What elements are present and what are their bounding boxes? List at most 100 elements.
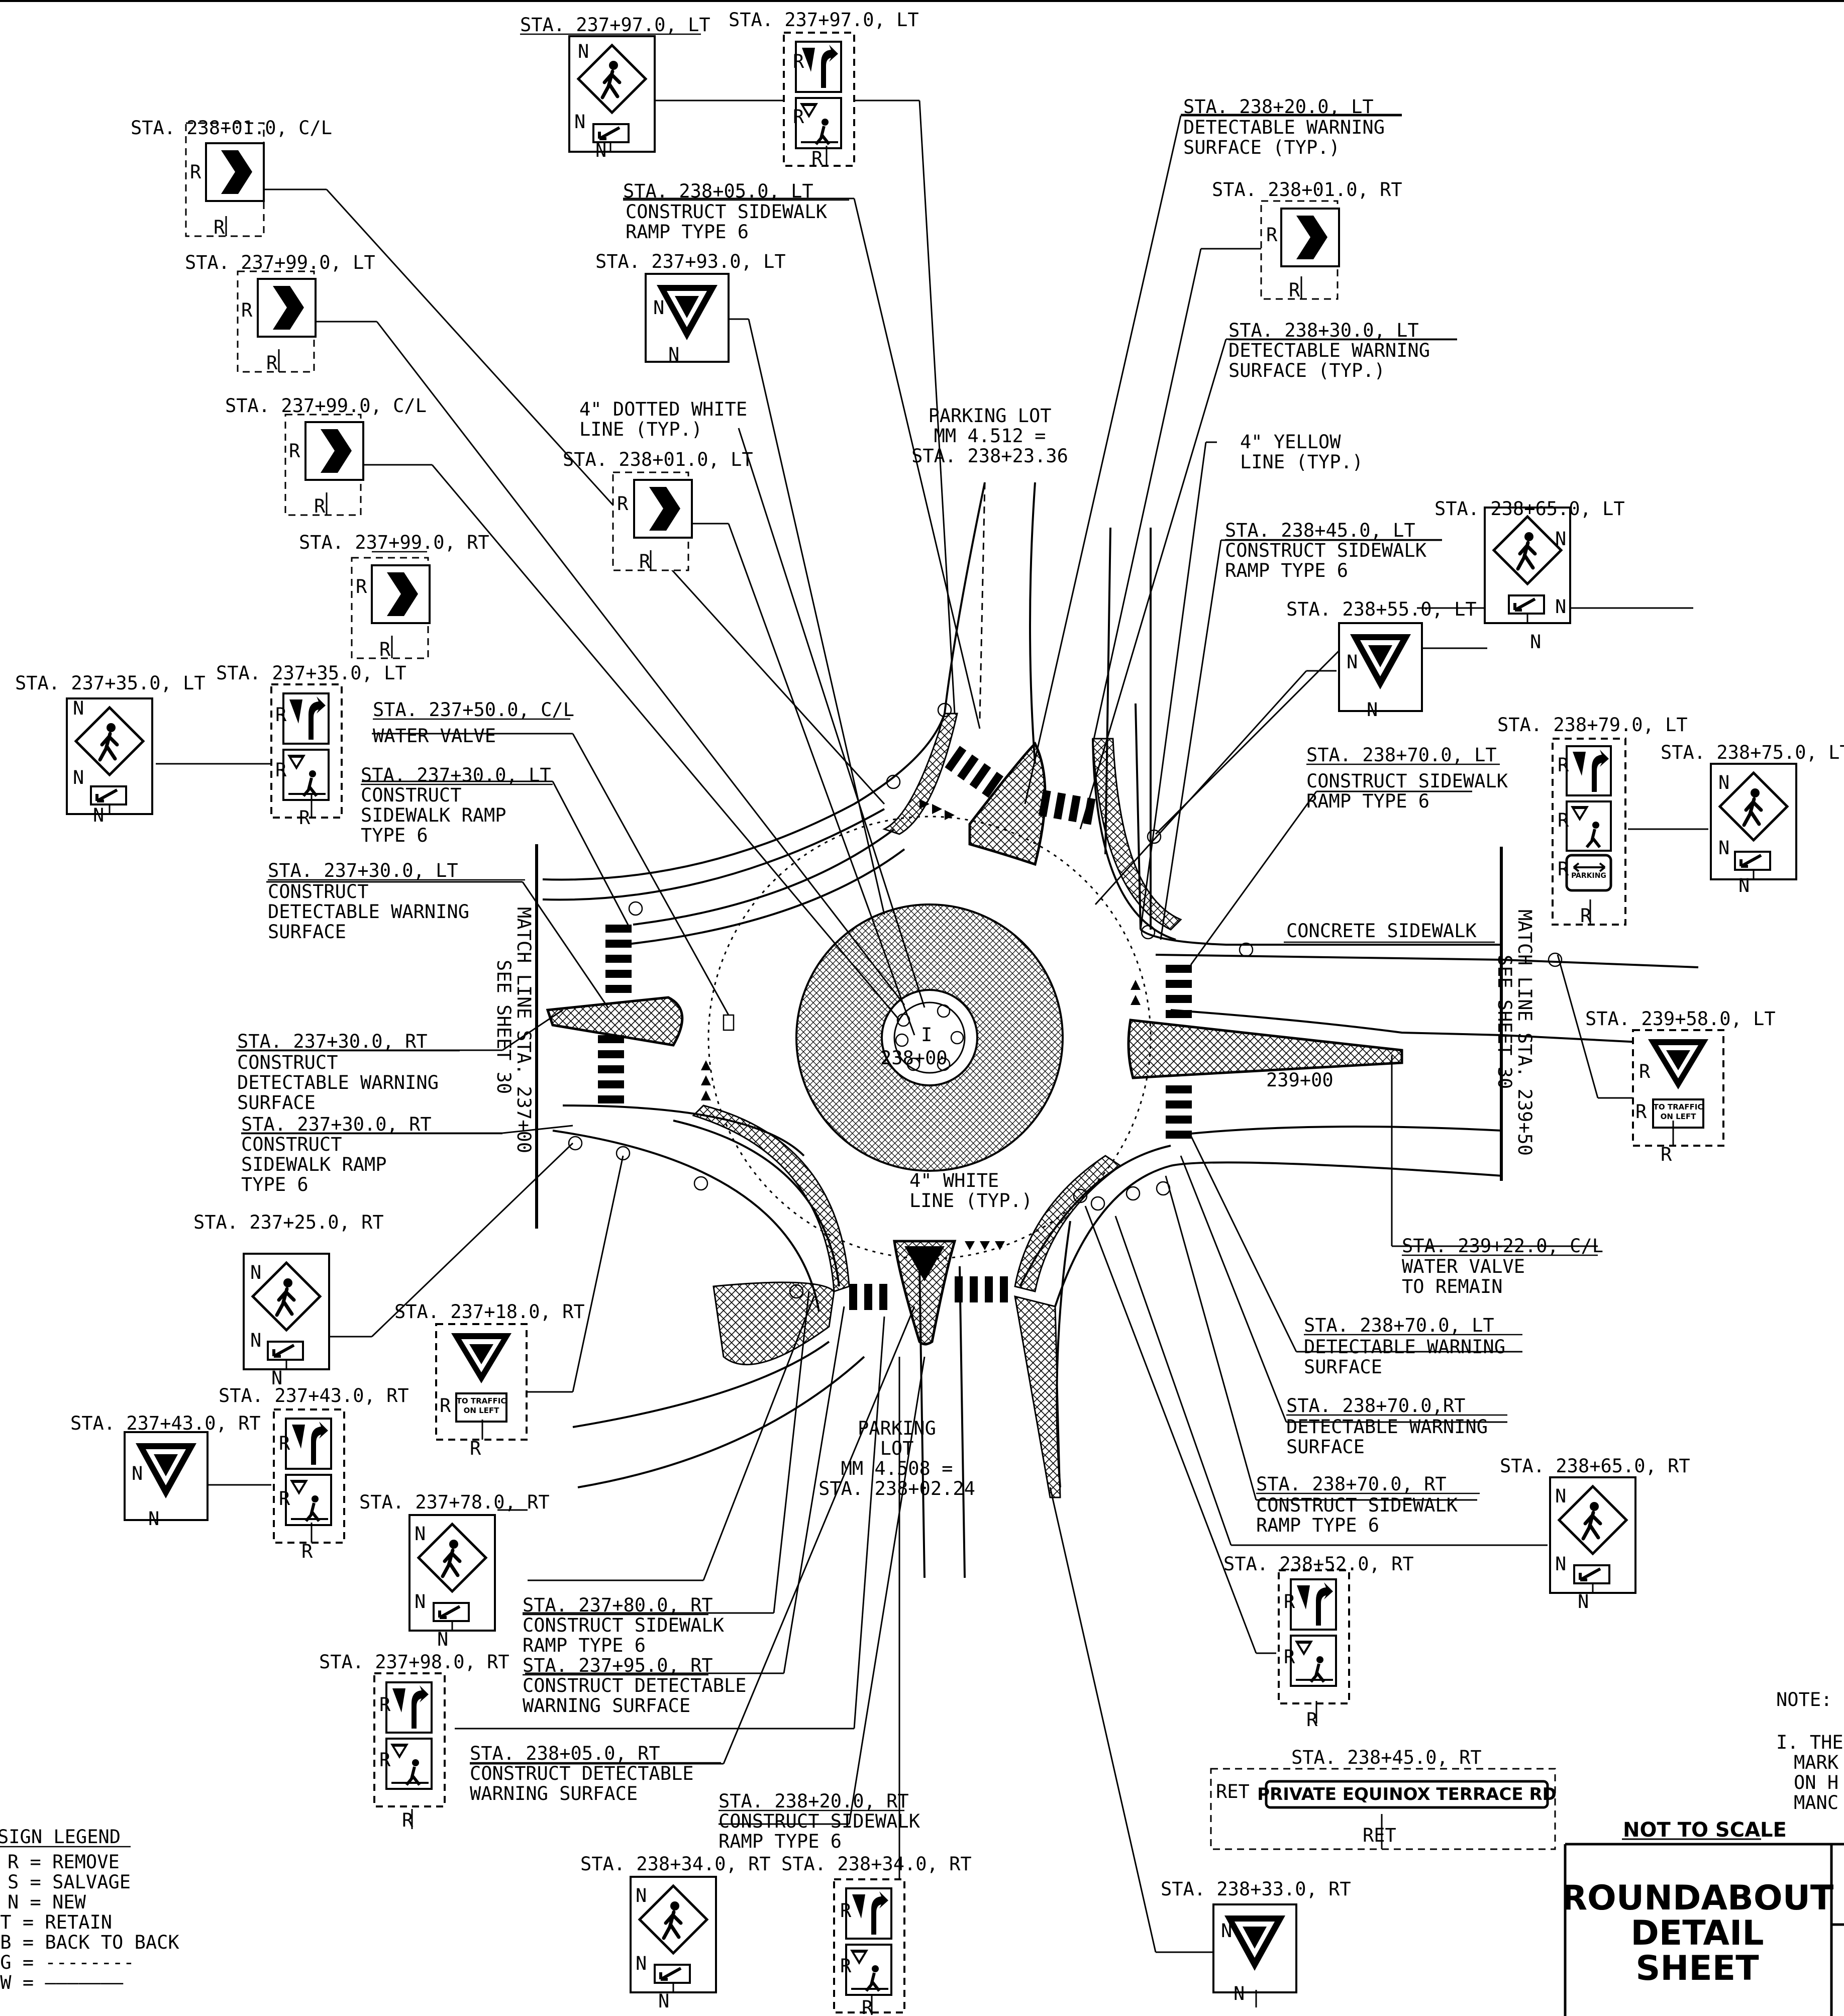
svg-text:CONSTRUCT SIDEWALK: CONSTRUCT SIDEWALK — [1225, 540, 1427, 561]
svg-text:MM 4.512 =: MM 4.512 = — [934, 425, 1046, 447]
svg-text:WARNING SURFACE: WARNING SURFACE — [470, 1783, 638, 1804]
sign-code-letters: N N N R R R R R R R N N R R R R R R R R … — [73, 41, 1750, 2016]
svg-text:S = SALVAGE: S = SALVAGE — [8, 1871, 131, 1893]
svg-text:N: N — [415, 1591, 426, 1612]
svg-text:R: R — [379, 639, 391, 660]
callout-sta: STA. 237+30.0, LT — [361, 764, 551, 786]
lane-use-yield-ped-sign-icon — [374, 1673, 445, 1806]
svg-text:MARK: MARK — [1794, 1752, 1839, 1773]
svg-text:R: R — [440, 1395, 451, 1417]
svg-text:N: N — [1347, 651, 1358, 673]
svg-text:SHEET: SHEET — [1635, 1949, 1759, 1988]
svg-text:SURFACE: SURFACE — [1286, 1436, 1365, 1458]
svg-text:R: R — [1558, 858, 1569, 880]
svg-text:CONSTRUCT: CONSTRUCT — [241, 1134, 342, 1155]
svg-text:239+00: 239+00 — [1266, 1069, 1334, 1091]
svg-text:N: N — [1555, 1553, 1566, 1575]
svg-text:DETECTABLE WARNING: DETECTABLE WARNING — [1304, 1336, 1505, 1358]
callout-sta: STA. 238+01.0, LT — [563, 449, 753, 470]
svg-text:R: R — [314, 495, 326, 517]
callout-sta: STA. 238+33.0, RT — [1161, 1878, 1351, 1900]
scale-note: NOT TO SCALE — [1623, 1819, 1787, 1842]
callout-sta: STA. 238+01.0, C/L — [131, 117, 332, 139]
svg-text:-B = BACK TO BACK: -B = BACK TO BACK — [0, 1932, 179, 1953]
svg-text:N: N — [93, 804, 104, 826]
svg-text:SURFACE: SURFACE — [268, 921, 346, 943]
callout-sta: STA. 237+25.0, RT — [193, 1212, 384, 1233]
svg-text:R: R — [617, 493, 629, 515]
svg-text:CONSTRUCT: CONSTRUCT — [268, 881, 368, 902]
yield-sign-icon — [1212, 1903, 1297, 1993]
svg-text:RAMP TYPE 6: RAMP TYPE 6 — [1306, 790, 1429, 812]
svg-text:SURFACE (TYP.): SURFACE (TYP.) — [1228, 360, 1385, 381]
plaque-texts: TO TRAFFIC ON LEFT TO TRAFFIC ON LEFT PA… — [457, 872, 1703, 1804]
svg-text:238+00: 238+00 — [880, 1047, 948, 1069]
svg-text:N: N — [578, 41, 589, 62]
svg-text:R: R — [1558, 810, 1569, 831]
lane-use-yield-parking-sign-icon — [1552, 738, 1626, 926]
svg-text:WATER VALVE: WATER VALVE — [1402, 1256, 1525, 1277]
title-block: NOT TO SCALE ROUNDABOUT DETAIL SHEET — [1561, 1819, 1844, 2016]
svg-text:NOTE:: NOTE: — [1776, 1689, 1832, 1710]
svg-text:WARNING SURFACE: WARNING SURFACE — [523, 1695, 690, 1717]
svg-text:DETECTABLE WARNING: DETECTABLE WARNING — [1286, 1416, 1488, 1438]
svg-text:R: R — [266, 352, 278, 374]
svg-text:WATER VALVE: WATER VALVE — [373, 725, 496, 747]
svg-text:MANC: MANC — [1794, 1792, 1838, 1813]
sign-assemblies — [67, 33, 1796, 2012]
svg-text:R: R — [214, 217, 225, 238]
truck-apron — [881, 989, 978, 1086]
svg-text:N: N — [1718, 837, 1729, 859]
sign-legend: SIGN LEGEND R = REMOVE S = SALVAGE N = N… — [0, 1826, 179, 1993]
svg-text:N: N — [1555, 1485, 1566, 1507]
svg-text:PARKING LOT: PARKING LOT — [928, 405, 1051, 427]
svg-text:CONSTRUCT DETECTABLE: CONSTRUCT DETECTABLE — [523, 1675, 747, 1696]
svg-text:NG = --------: NG = -------- — [0, 1952, 135, 1973]
sign-post-ticks — [109, 142, 1755, 2015]
svg-text:MM 4.508 =: MM 4.508 = — [841, 1458, 953, 1479]
svg-text:SURFACE: SURFACE — [1304, 1356, 1382, 1378]
svg-text:LINE (TYP.): LINE (TYP.) — [1240, 451, 1363, 473]
svg-text:RAMP TYPE 6: RAMP TYPE 6 — [523, 1635, 646, 1656]
callout-sta: STA. 238+20.0, LT — [1183, 96, 1374, 118]
svg-text:DETECTABLE WARNING: DETECTABLE WARNING — [1228, 340, 1430, 361]
svg-text:SIDEWALK RAMP: SIDEWALK RAMP — [241, 1154, 387, 1175]
callout-sta: STA. 237+95.0, RT — [523, 1655, 713, 1676]
svg-text:R: R — [1558, 754, 1569, 776]
svg-text:ON LEFT: ON LEFT — [1661, 1112, 1697, 1121]
svg-text:R: R — [1266, 224, 1278, 246]
svg-text:R: R — [1580, 905, 1592, 927]
callout-sta: STA. 238+34.0, RT — [580, 1853, 771, 1875]
callout-sta: STA. 237+99.0, LT — [185, 252, 375, 273]
yield-to-traffic-sign-icon — [435, 1323, 528, 1441]
svg-text:R: R — [1284, 1646, 1295, 1668]
svg-text:N: N — [437, 1629, 448, 1650]
callout-sta: STA. 238+34.0, RT — [781, 1853, 972, 1875]
svg-text:LOT: LOT — [880, 1438, 914, 1459]
svg-text:I: I — [921, 1024, 932, 1046]
svg-text:R: R — [1289, 279, 1300, 301]
callout-sta: STA. 238+01.0, RT — [1212, 179, 1402, 200]
svg-text:R: R — [862, 1997, 873, 2016]
svg-text:R: R — [793, 106, 804, 128]
callout-sta: STA. 238+05.0, RT — [470, 1743, 660, 1764]
svg-text:SEE SHEET 30: SEE SHEET 30 — [1494, 955, 1515, 1089]
svg-text:N: N — [595, 140, 606, 161]
callout-sta: STA. 237+18.0, RT — [394, 1301, 585, 1323]
lane-use-yield-ped-sign-icon — [274, 1409, 344, 1543]
svg-text:R: R — [379, 1694, 391, 1716]
callout-sta: STA. 238+70.0, RT — [1256, 1473, 1447, 1495]
svg-text:R: R — [793, 51, 804, 72]
callout-sta: STA. 237+99.0, RT — [299, 532, 489, 553]
callout-sta: STA. 238+52.0, RT — [1223, 1553, 1414, 1575]
svg-text:LINE (TYP.): LINE (TYP.) — [579, 419, 702, 440]
svg-text:R: R — [811, 148, 823, 169]
callout-sta: STA. 238+05.0, LT — [623, 180, 813, 202]
callout-sta: STA. 237+98.0, RT — [319, 1651, 509, 1673]
callout-sta: STA. 237+99.0, C/L — [225, 395, 427, 417]
svg-text:N = NEW: N = NEW — [8, 1891, 86, 1913]
svg-text:TO REMAIN: TO REMAIN — [1402, 1276, 1502, 1297]
callout-sta: STA. 237+35.0, LT — [15, 672, 206, 694]
svg-text:R: R — [299, 807, 311, 829]
svg-text:DETAIL: DETAIL — [1630, 1913, 1764, 1953]
